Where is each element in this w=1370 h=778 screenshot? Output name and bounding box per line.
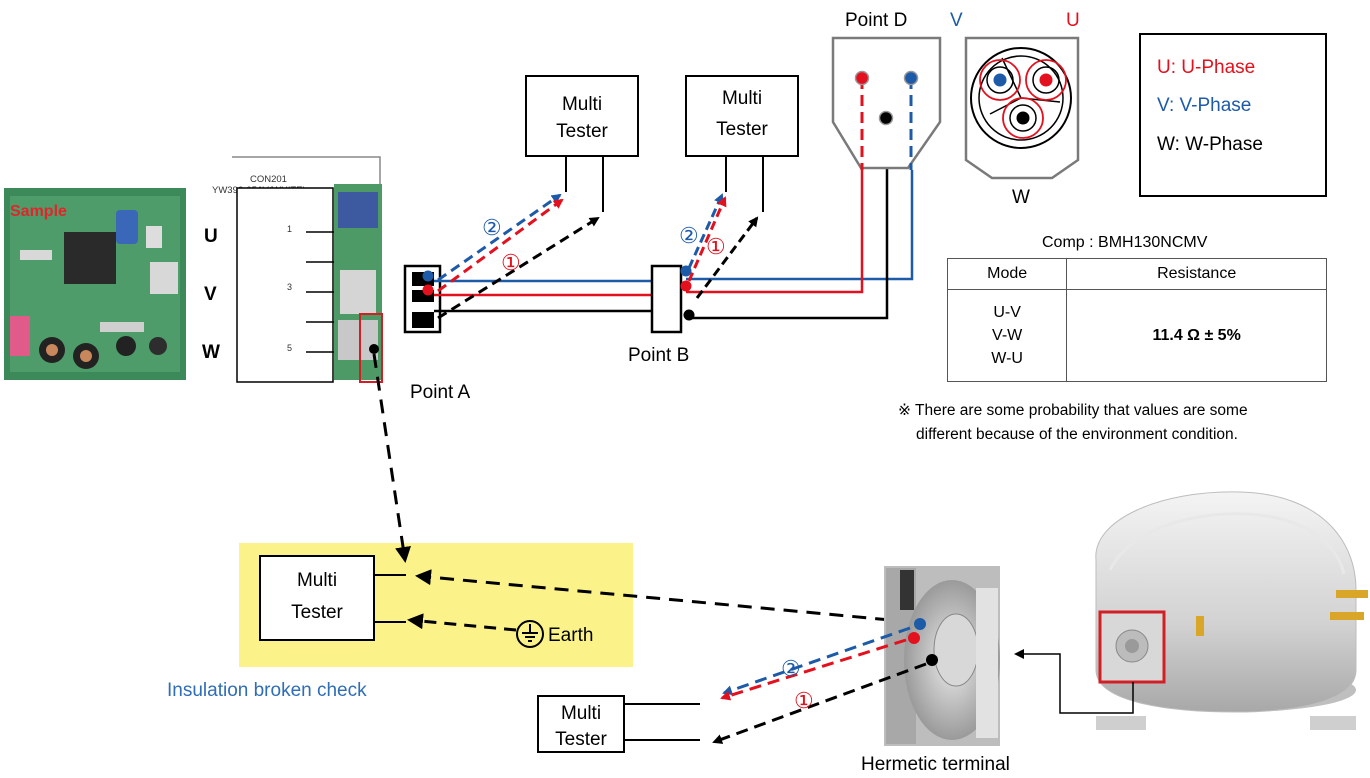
note-line-2: different because of the environment con… (916, 426, 1238, 443)
point-b-connector: Point B (628, 264, 695, 366)
wires-a-to-b (434, 279, 652, 313)
note-line-1: ※ There are some probability that values… (898, 402, 1248, 419)
point-a-highlight (359, 313, 383, 383)
pin-3: 3 (287, 282, 292, 292)
marker-2-c: ② (781, 656, 801, 681)
resistance-value: 11.4 Ω ± 5% (1066, 289, 1327, 382)
terminal-pointer (1014, 649, 1134, 714)
environment-note: ※ There are some probability that values… (898, 399, 1370, 447)
phase-label-v: V (204, 284, 217, 305)
multi-tester-bottom: Multi Tester (537, 695, 700, 753)
table-header-resistance: Resistance (1066, 258, 1327, 290)
table-header-mode: Mode (946, 258, 1068, 290)
wires-b-to-d (686, 140, 914, 320)
multi-tester-1: Multi Tester (525, 75, 639, 212)
tester-bottom-line2: Tester (555, 729, 607, 750)
phase-label-w: W (202, 342, 220, 363)
tester-1-line1: Multi (562, 94, 602, 115)
tester-2-line2: Tester (716, 119, 768, 140)
point-a-label: Point A (410, 382, 471, 403)
marker-2-a: ② (482, 215, 502, 240)
insulation-tester-line2: Tester (291, 602, 343, 623)
pin-1: 1 (287, 224, 292, 234)
multi-tester-2: Multi Tester (685, 75, 799, 212)
table-caption: Comp : BMH130NCMV (1042, 234, 1208, 251)
terminal-letter-v: V (950, 10, 963, 31)
pin-5: 5 (287, 343, 292, 353)
pcb-board: Sample (4, 188, 186, 380)
mode-wu: W-U (991, 350, 1023, 367)
terminal-face: V U W (950, 10, 1080, 208)
probe-arrows-top: ② ① ② ① (437, 193, 759, 320)
point-d-label: Point D (845, 10, 907, 31)
legend-v: V: V-Phase (1157, 95, 1251, 116)
connector-zoom: CON201 YW396-05AV(WHITE) 1 3 5 U V W (202, 156, 383, 383)
connector-block (236, 187, 334, 383)
insulation-tester-line1: Multi (297, 570, 337, 591)
earth-icon (516, 620, 544, 648)
phase-label-u: U (204, 226, 218, 247)
insulation-caption: Insulation broken check (167, 680, 367, 701)
probe-arrows-bottom: ② ① (712, 626, 927, 744)
mode-vw: V-W (992, 327, 1023, 344)
earth-label: Earth (548, 625, 593, 646)
terminal-letter-u: U (1066, 10, 1080, 31)
phase-legend: U: U-Phase V: V-Phase W: W-Phase (1139, 33, 1327, 197)
hermetic-terminal: Hermetic terminal (861, 566, 1010, 775)
terminal-letter-w: W (1012, 187, 1030, 208)
point-a-connector: Point A (403, 264, 471, 403)
marker-1-c: ① (794, 688, 814, 713)
legend-u: U: U-Phase (1157, 57, 1255, 78)
hermetic-label: Hermetic terminal (861, 754, 1010, 775)
resistance-table: Mode Resistance U-V V-W W-U 11.4 Ω ± 5% (946, 258, 1327, 382)
tester-2-line1: Multi (722, 88, 762, 109)
tester-1-line2: Tester (556, 121, 608, 142)
mode-uv: U-V (993, 304, 1021, 321)
insulation-check: Multi Tester Earth Insulation broken che… (167, 353, 913, 701)
sample-label: Sample (10, 203, 67, 220)
legend-w: W: W-Phase (1157, 134, 1263, 155)
point-b-label: Point B (628, 345, 689, 366)
compressor (1095, 491, 1368, 730)
connector-name: CON201 (250, 174, 287, 185)
table-modes-cell: U-V V-W W-U (946, 289, 1068, 382)
marker-1-b: ① (706, 234, 726, 259)
marker-1-a: ① (501, 250, 521, 275)
point-d-plug: Point D (831, 10, 942, 170)
tester-bottom-line1: Multi (561, 703, 601, 724)
marker-2-b: ② (679, 223, 699, 248)
